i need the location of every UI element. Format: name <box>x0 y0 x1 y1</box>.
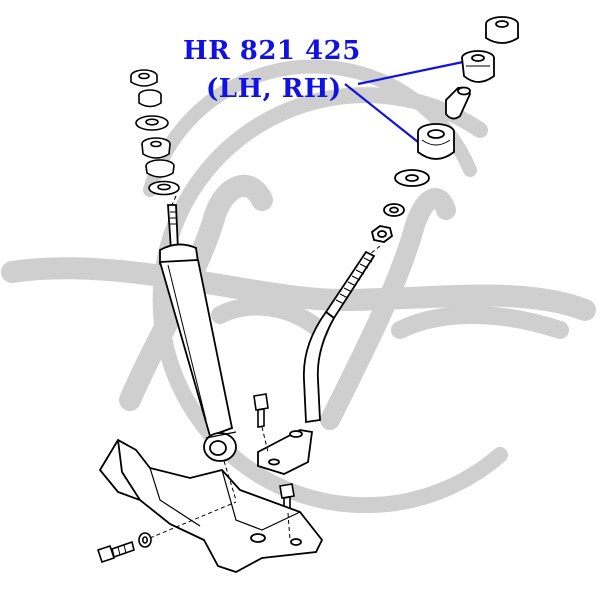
upper-washer-icon <box>135 115 169 131</box>
upper-bushing-icon <box>141 137 171 159</box>
shock-bolt-icon <box>96 540 135 564</box>
link-nut-icon <box>370 225 394 243</box>
lock-nut-icon <box>138 89 162 108</box>
part-number-label: HR 821 425 <box>183 36 361 66</box>
top-cup-icon <box>485 16 519 44</box>
lower-target-bushing-icon <box>417 123 455 160</box>
callout-leaders <box>344 60 464 143</box>
top-nut-icon <box>130 69 158 87</box>
lower-washer-icon <box>148 180 180 196</box>
link-bushing-stack <box>370 16 519 243</box>
lower-control-arm <box>98 438 324 573</box>
spring-washer-icon <box>383 203 405 217</box>
shock-absorber <box>158 204 237 462</box>
shock-washer-icon <box>138 532 152 548</box>
shock-mount-stack <box>130 69 180 196</box>
position-label: (LH, RH) <box>206 74 342 104</box>
lower-bushing-icon <box>145 159 175 178</box>
bolts <box>96 393 295 564</box>
link-bracket <box>257 250 376 475</box>
leader-line-upper <box>357 60 464 86</box>
leader-line-lower <box>344 83 419 143</box>
upper-target-bushing-icon <box>461 50 495 83</box>
sleeve-icon <box>445 86 471 120</box>
bracket-bolt-icon <box>253 393 269 428</box>
link-washer-icon <box>394 169 430 187</box>
assembly-guide-lines <box>149 195 381 541</box>
